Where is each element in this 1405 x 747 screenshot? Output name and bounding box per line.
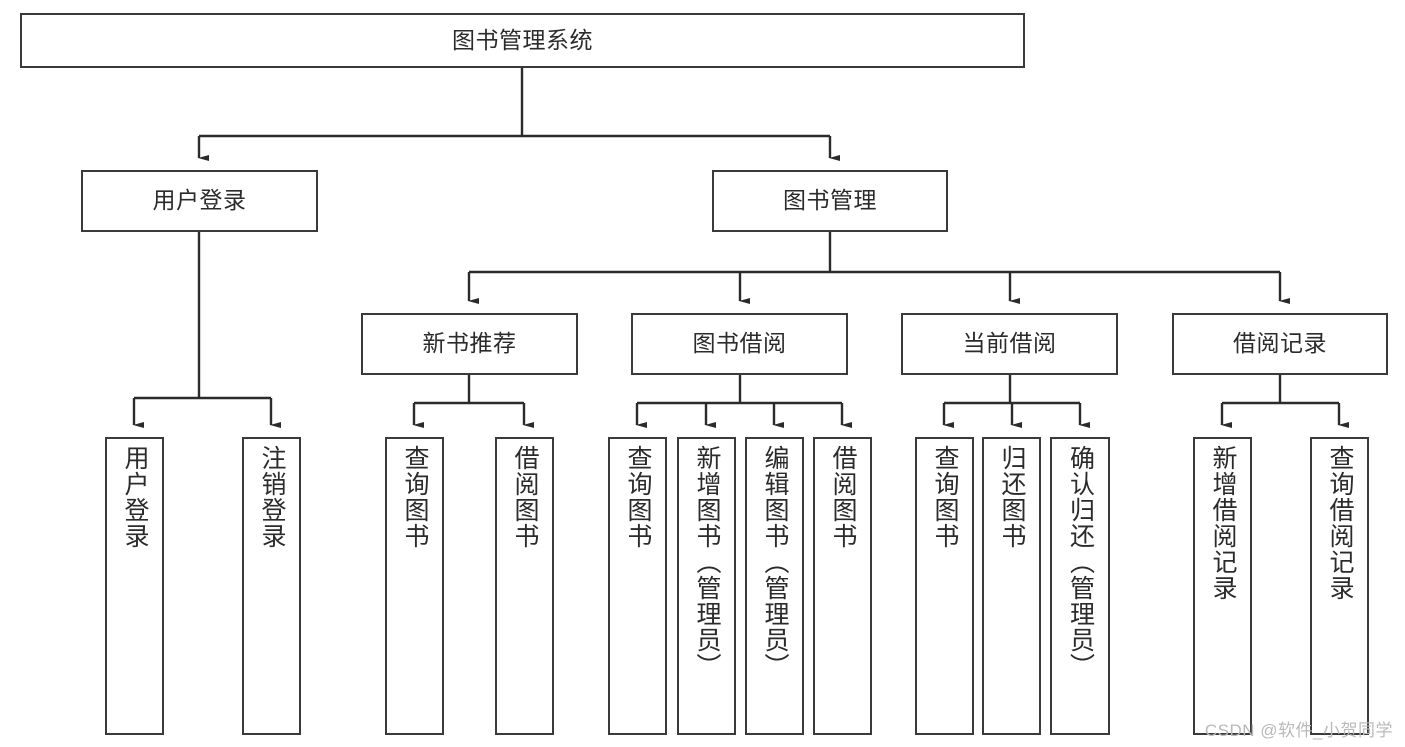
node-current-borrow[interactable]: 当前借阅 <box>901 313 1118 375</box>
node-leaf-edit-book-admin[interactable]: 编辑图书（管理员） <box>745 437 804 735</box>
node-label: 归还图书 <box>998 445 1026 549</box>
node-leaf-user-login[interactable]: 用户登录 <box>105 437 164 735</box>
node-book-management[interactable]: 图书管理 <box>712 170 948 232</box>
node-label: 借阅图书 <box>511 445 539 549</box>
node-label: 用户登录 <box>152 187 247 214</box>
node-leaf-return-book[interactable]: 归还图书 <box>982 437 1041 735</box>
node-label: 借阅图书 <box>829 445 857 549</box>
node-label: 图书管理 <box>783 187 877 214</box>
watermark: CSDN @软件_小贺同学 <box>1204 721 1393 740</box>
node-leaf-query-book-current[interactable]: 查询图书 <box>915 437 974 735</box>
node-label: 注销登录 <box>258 445 286 549</box>
node-leaf-query-borrow-record[interactable]: 查询借阅记录 <box>1310 437 1369 735</box>
node-label: 当前借阅 <box>962 330 1057 357</box>
node-label: 查询图书 <box>624 445 652 549</box>
node-root-book-management-system[interactable]: 图书管理系统 <box>20 13 1025 68</box>
node-label: 新书推荐 <box>422 330 517 357</box>
node-leaf-borrow-book[interactable]: 借阅图书 <box>813 437 872 735</box>
node-label: 借阅记录 <box>1233 330 1327 357</box>
node-label: 图书管理系统 <box>452 26 593 53</box>
node-label: 用户登录 <box>121 445 149 549</box>
node-leaf-query-book-recommend[interactable]: 查询图书 <box>385 437 444 735</box>
node-leaf-add-borrow-record[interactable]: 新增借阅记录 <box>1193 437 1252 735</box>
node-user-login[interactable]: 用户登录 <box>81 170 318 232</box>
node-leaf-logout[interactable]: 注销登录 <box>242 437 301 735</box>
node-leaf-confirm-return-admin[interactable]: 确认归还（管理员） <box>1050 437 1110 735</box>
node-leaf-add-book-admin[interactable]: 新增图书（管理员） <box>677 437 736 735</box>
node-label: 新增图书（管理员） <box>693 445 721 679</box>
node-leaf-borrow-book-recommend[interactable]: 借阅图书 <box>495 437 554 735</box>
node-label: 查询借阅记录 <box>1326 445 1354 601</box>
node-label: 图书借阅 <box>692 330 787 357</box>
node-label: 新增借阅记录 <box>1209 445 1237 601</box>
node-label: 确认归还（管理员） <box>1066 445 1095 679</box>
node-leaf-query-book-borrow[interactable]: 查询图书 <box>608 437 667 735</box>
node-borrow-record[interactable]: 借阅记录 <box>1172 313 1388 375</box>
node-new-book-recommend[interactable]: 新书推荐 <box>361 313 578 375</box>
node-book-borrow[interactable]: 图书借阅 <box>631 313 848 375</box>
node-label: 编辑图书（管理员） <box>761 445 789 679</box>
node-label: 查询图书 <box>931 445 959 549</box>
node-label: 查询图书 <box>401 445 429 549</box>
